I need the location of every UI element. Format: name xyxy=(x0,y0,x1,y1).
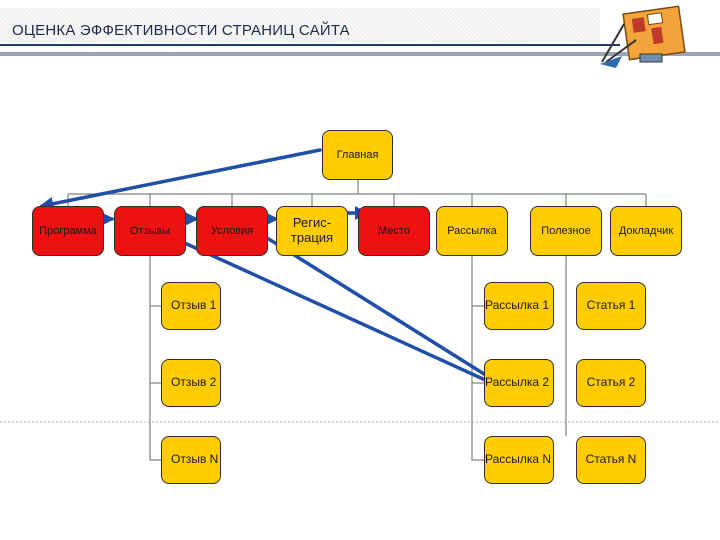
header-band xyxy=(0,8,600,42)
node-otzyv-n[interactable]: Отзыв N xyxy=(161,436,221,484)
node-statya-1[interactable]: Статья 1 xyxy=(576,282,646,330)
arrow-otzyvy-to-rassylka2 xyxy=(176,238,519,396)
node-otzyvy[interactable]: Отзывы xyxy=(114,206,186,256)
slide-title: ОЦЕНКА ЭФФЕКТИВНОСТИ СТРАНИЦ САЙТА xyxy=(12,22,350,39)
node-statya-n[interactable]: Статья N xyxy=(576,436,646,484)
node-poleznoe[interactable]: Полезное xyxy=(530,206,602,256)
node-rassylka-1[interactable]: Рассылка 1 xyxy=(484,282,554,330)
node-rassylka[interactable]: Рассылка xyxy=(436,206,508,256)
header-divider-thick xyxy=(0,52,720,56)
node-glavnaya[interactable]: Главная xyxy=(322,130,393,180)
node-rassylka-2[interactable]: Рассылка 2 xyxy=(484,359,554,407)
node-mesto[interactable]: Место xyxy=(358,206,430,256)
node-programma[interactable]: Программа xyxy=(32,206,104,256)
architect-drawing-icon xyxy=(600,5,686,68)
node-rassylka-n[interactable]: Рассылка N xyxy=(484,436,554,484)
node-otzyv-1[interactable]: Отзыв 1 xyxy=(161,282,221,330)
header-divider xyxy=(0,44,620,46)
node-registratsiya[interactable]: Регис- трация xyxy=(276,206,348,256)
reviews-connector xyxy=(149,256,161,461)
node-statya-2[interactable]: Статья 2 xyxy=(576,359,646,407)
node-dokladchik[interactable]: Докладчик xyxy=(610,206,682,256)
node-otzyv-2[interactable]: Отзыв 2 xyxy=(161,359,221,407)
node-usloviya[interactable]: Условия xyxy=(196,206,268,256)
mailings-connector xyxy=(471,256,484,461)
slide-header: ОЦЕНКА ЭФФЕКТИВНОСТИ СТРАНИЦ САЙТА xyxy=(0,0,720,68)
arrow-home-to-programma xyxy=(39,148,322,211)
